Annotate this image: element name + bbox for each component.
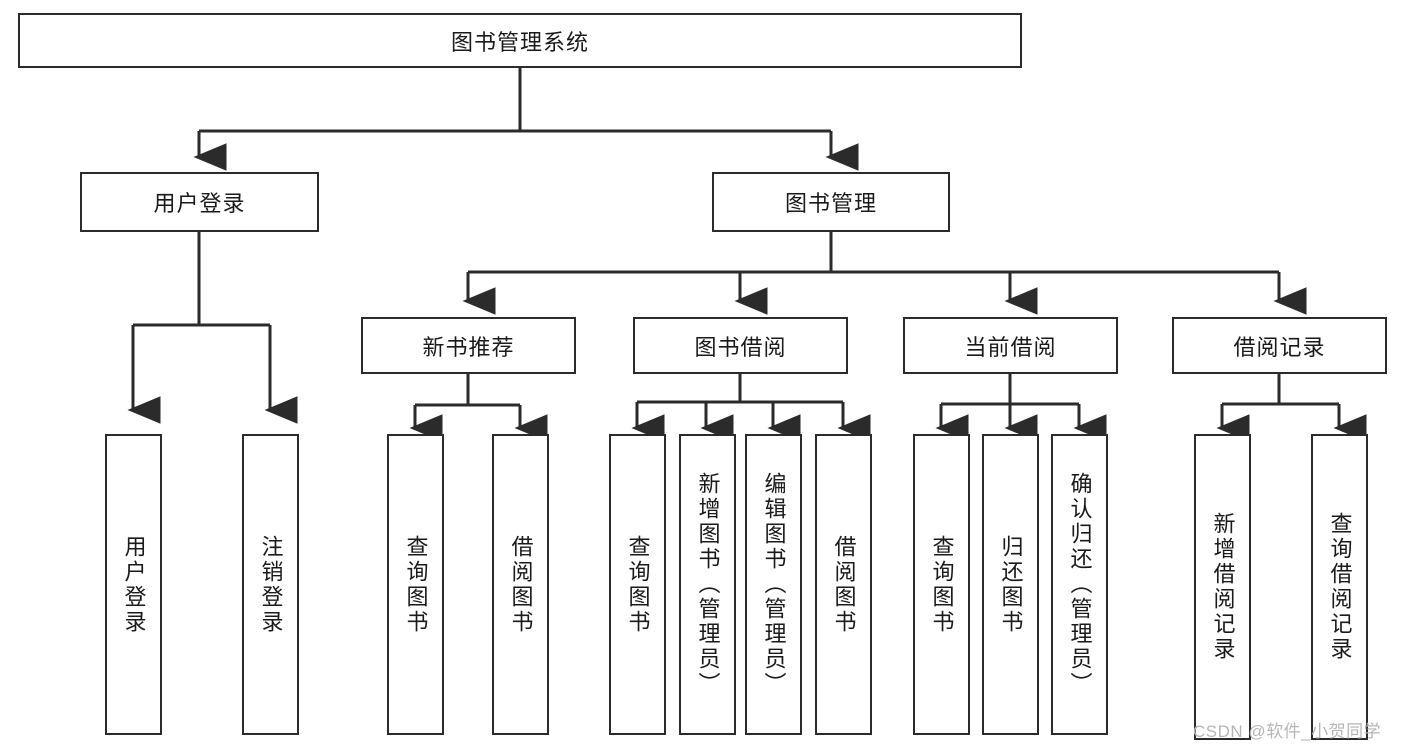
node-label: 编辑图书（管理员）: [761, 472, 787, 697]
leaf-borrow-record-query-record[interactable]: 查询借阅记录: [1311, 434, 1368, 740]
node-label: 新书推荐: [422, 334, 515, 360]
node-user-login[interactable]: 用户登录: [80, 172, 319, 232]
leaf-book-borrow-edit-book-admin[interactable]: 编辑图书（管理员）: [745, 434, 802, 735]
leaf-new-book-query-book[interactable]: 查询图书: [387, 434, 444, 735]
node-label: 查询借阅记录: [1327, 512, 1353, 662]
node-label: 查询图书: [929, 534, 955, 635]
leaf-book-borrow-borrow-book[interactable]: 借阅图书: [815, 434, 872, 735]
node-label: 当前借阅: [964, 334, 1057, 360]
leaf-book-borrow-query-book[interactable]: 查询图书: [609, 434, 666, 735]
leaf-user-login-logout[interactable]: 注销登录: [242, 434, 299, 735]
leaf-current-borrow-query-book[interactable]: 查询图书: [913, 434, 970, 735]
node-label: 借阅记录: [1233, 334, 1326, 360]
leaf-user-login-login[interactable]: 用户登录: [105, 434, 162, 735]
node-label: 图书借阅: [694, 334, 787, 360]
leaf-current-borrow-return-book[interactable]: 归还图书: [982, 434, 1039, 735]
leaf-book-borrow-add-book-admin[interactable]: 新增图书（管理员）: [679, 434, 736, 735]
node-root-book-management-system[interactable]: 图书管理系统: [18, 13, 1022, 68]
node-label: 用户登录: [121, 534, 147, 635]
node-label: 图书管理系统: [450, 29, 589, 55]
node-label: 归还图书: [998, 534, 1024, 635]
leaf-current-borrow-confirm-return-admin[interactable]: 确认归还（管理员）: [1051, 434, 1108, 735]
node-label: 新增图书（管理员）: [695, 472, 721, 697]
node-book-borrow[interactable]: 图书借阅: [633, 317, 848, 374]
leaf-new-book-borrow-book[interactable]: 借阅图书: [492, 434, 549, 735]
node-label: 借阅图书: [508, 534, 534, 635]
node-label: 借阅图书: [831, 534, 857, 635]
node-current-borrow[interactable]: 当前借阅: [903, 317, 1118, 374]
node-label: 用户登录: [153, 191, 246, 216]
node-label: 图书管理: [784, 191, 877, 216]
node-label: 查询图书: [625, 534, 651, 635]
node-book-management[interactable]: 图书管理: [712, 172, 950, 232]
node-borrow-record[interactable]: 借阅记录: [1172, 317, 1387, 374]
node-label: 新增借阅记录: [1210, 512, 1236, 662]
node-label: 查询图书: [403, 534, 429, 635]
leaf-borrow-record-add-record[interactable]: 新增借阅记录: [1194, 434, 1251, 740]
node-label: 确认归还（管理员）: [1067, 472, 1093, 697]
node-new-book-recommend[interactable]: 新书推荐: [361, 317, 576, 374]
node-label: 注销登录: [258, 534, 284, 635]
